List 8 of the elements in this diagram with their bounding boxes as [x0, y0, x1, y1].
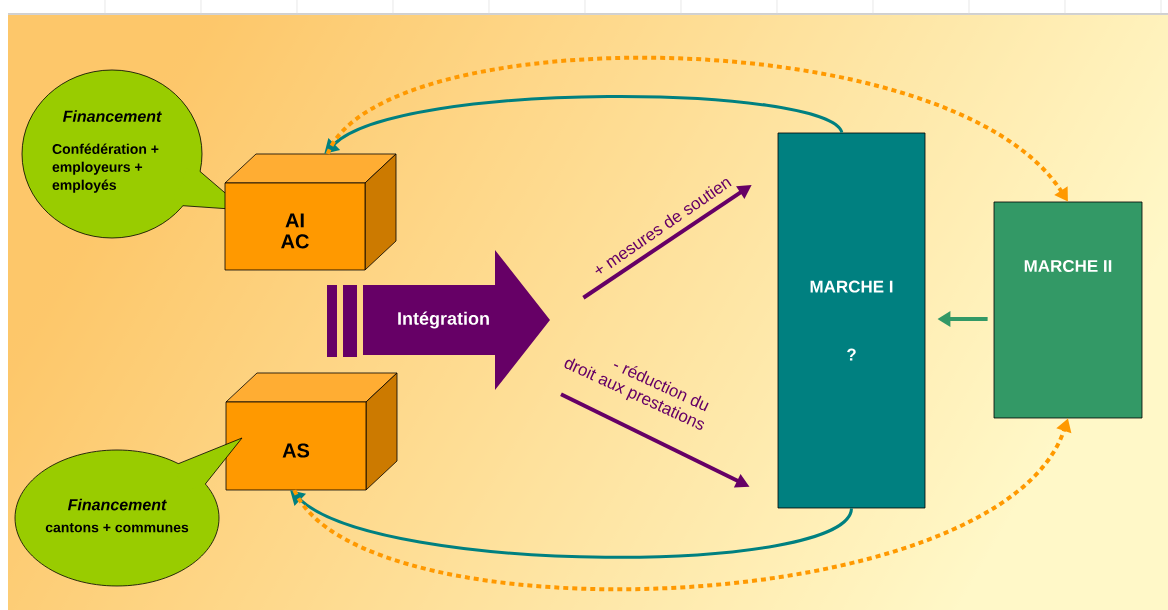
box-3d: AI AC: [224, 153, 397, 271]
arrow: [324, 95, 843, 154]
speech-bubble: Financement cantons + communes: [14, 437, 243, 587]
market-box: MARCHE I ?: [777, 132, 926, 509]
market-box: MARCHE II: [993, 201, 1143, 419]
arrow: [290, 490, 853, 559]
box-3d: AS: [225, 372, 398, 491]
speech-bubble: Financement Confédération + employeurs + employés: [21, 69, 246, 239]
